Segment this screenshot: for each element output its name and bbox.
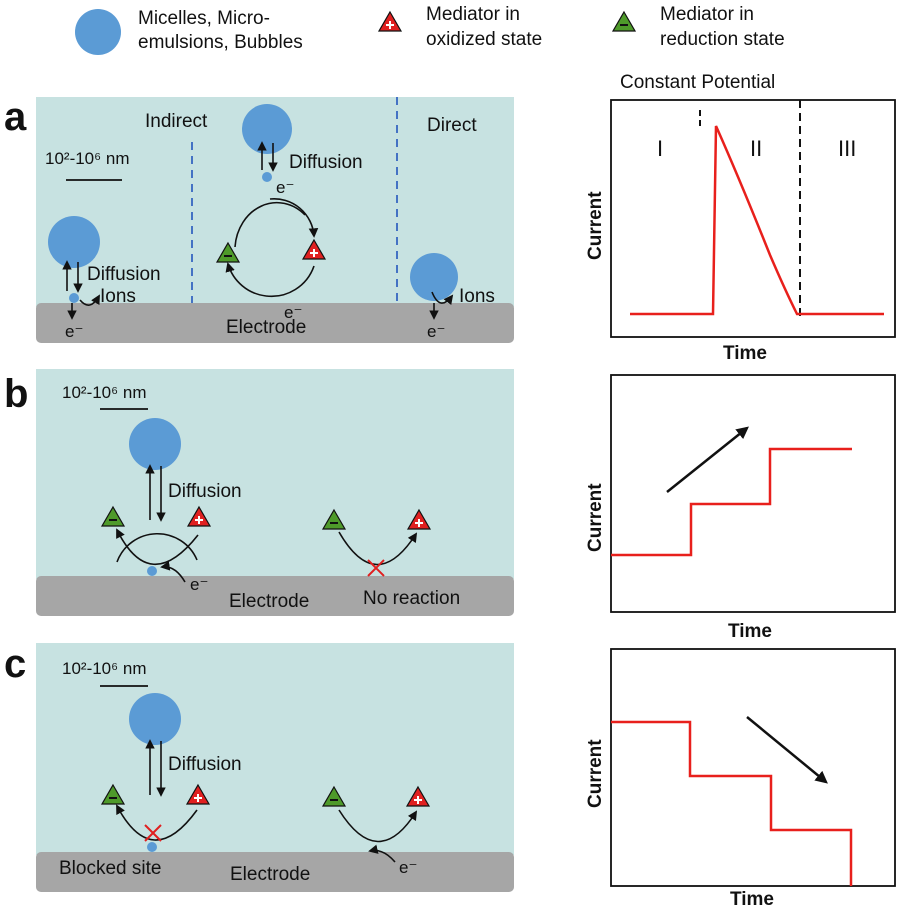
panel-b-scale-label: 10²-10⁶ nm <box>62 383 146 402</box>
chart-a-region-1: I <box>657 136 663 161</box>
panel-a-right-ion-arrow <box>431 291 454 306</box>
chart-b-ylabel: Current <box>585 483 606 552</box>
panel-a-left-ions: Ions <box>100 286 136 307</box>
panel-b-electron: e⁻ <box>190 575 208 594</box>
chart-b-frame <box>610 374 896 613</box>
panel-b-right-arc <box>338 531 418 566</box>
chart-c: Current Time <box>585 648 896 910</box>
panel-a-right-ions: Ions <box>459 286 495 307</box>
chart-b-trend-arrow <box>666 426 749 493</box>
panel-b-solution <box>36 369 514 579</box>
panel-c-electron: e⁻ <box>399 858 417 877</box>
panel-c: c 10²-10⁶ nm Diffusion e⁻ Blocked site E… <box>4 642 514 892</box>
oxidized-mediator-legend-icon <box>378 11 402 32</box>
panel-a-middle-electron-bottom: e⁻ <box>284 303 302 322</box>
legend-oxidized-line1: Mediator in <box>426 4 520 25</box>
chart-b: Current Time <box>585 374 896 642</box>
particle-legend-icon <box>75 9 121 55</box>
panel-b-left-arc <box>116 532 198 563</box>
chart-c-trend-arrow <box>746 716 828 784</box>
panel-a-cycle-arc-left <box>234 201 306 248</box>
chart-c-current-line <box>611 720 853 886</box>
chart-b-current-line <box>611 447 852 557</box>
panel-a-cycle-arc-right <box>265 265 315 298</box>
panel-c-scale-label: 10²-10⁶ nm <box>62 659 146 678</box>
chart-c-ylabel: Current <box>585 739 606 808</box>
panel-a-middle-electron-top: e⁻ <box>276 178 294 197</box>
panel-a-direct-label: Direct <box>427 115 477 136</box>
panel-a-cycle-arc-bottom <box>225 262 267 297</box>
panel-a-left-particle <box>48 216 100 268</box>
reduced-mediator-legend-icon <box>612 11 636 32</box>
panel-c-electron-arrow <box>368 844 396 863</box>
panel-b-no-reaction-cross-icon <box>367 559 385 577</box>
panel-c-blocked-cross-icon <box>144 824 162 842</box>
chart-a: Constant Potential I II III Current Time <box>585 72 896 364</box>
panel-a-left-droplet <box>69 293 79 303</box>
panel-c-right-arc <box>338 809 418 843</box>
chart-a-ylabel: Current <box>585 191 606 260</box>
panel-c-blocked-label: Blocked site <box>59 858 161 879</box>
panel-a-cycle-arc-top <box>269 197 319 238</box>
legend-oxidized-line2: oxidized state <box>426 29 542 50</box>
panel-b-diffusion: Diffusion <box>168 481 242 502</box>
panel-c-solution <box>36 643 514 855</box>
chart-a-frame <box>610 99 896 338</box>
legend-reduced-line2: reduction state <box>660 29 785 50</box>
panel-c-particle <box>129 693 181 745</box>
panel-b-electron-arrow <box>160 561 186 583</box>
chart-c-frame <box>610 648 896 887</box>
chart-a-title: Constant Potential <box>620 72 775 93</box>
panel-a: a Indirect Direct 10²-10⁶ nm Diffusion I… <box>4 95 514 343</box>
panel-c-diffusion: Diffusion <box>168 754 242 775</box>
panel-b: b 10²-10⁶ nm Diffusion e⁻ Electrode No r… <box>4 369 514 616</box>
panel-a-indirect-label: Indirect <box>145 111 208 132</box>
panel-b-letter: b <box>4 372 28 416</box>
panel-a-electrode <box>36 303 514 343</box>
panel-b-left-arc-path <box>116 528 199 566</box>
panel-a-letter: a <box>4 95 27 139</box>
panel-c-droplet <box>147 842 157 852</box>
panel-a-left-ion-arrow <box>79 294 100 306</box>
legend-particle-line1: Micelles, Micro- <box>138 8 270 29</box>
panel-b-electrode-label: Electrode <box>229 591 309 612</box>
chart-a-xlabel: Time <box>723 343 767 364</box>
panel-b-no-reaction-label: No reaction <box>363 588 460 609</box>
panel-c-left-arc <box>116 804 198 841</box>
chart-a-current-line <box>630 125 884 316</box>
panel-a-left-diffusion: Diffusion <box>87 264 161 285</box>
panel-c-electrode-label: Electrode <box>230 864 310 885</box>
panel-a-middle-droplet <box>262 172 272 182</box>
chart-b-xlabel: Time <box>728 621 772 642</box>
chart-a-region-3: III <box>838 136 856 161</box>
panel-c-letter: c <box>4 642 26 686</box>
legend: Micelles, Micro- emulsions, Bubbles Medi… <box>75 4 785 55</box>
panel-b-particle <box>129 418 181 470</box>
panel-a-right-particle <box>410 253 458 301</box>
panel-a-middle-diffusion: Diffusion <box>289 152 363 173</box>
panel-a-middle-particle <box>242 104 292 154</box>
panel-a-right-electron: e⁻ <box>427 322 445 341</box>
chart-c-xlabel: Time <box>730 889 774 910</box>
panel-a-electrode-label: Electrode <box>226 317 306 338</box>
panel-b-droplet <box>147 566 157 576</box>
chart-a-region-2: II <box>750 136 762 161</box>
panel-b-electrode <box>36 576 514 616</box>
panel-a-left-electron: e⁻ <box>65 322 83 341</box>
panel-a-scale-label: 10²-10⁶ nm <box>45 149 129 168</box>
legend-reduced-line1: Mediator in <box>660 4 754 25</box>
legend-particle-line2: emulsions, Bubbles <box>138 32 303 53</box>
